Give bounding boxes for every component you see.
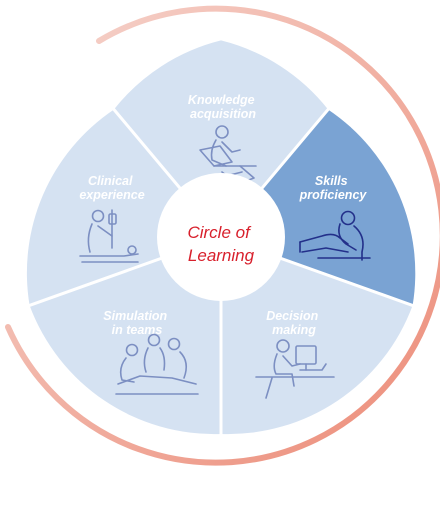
team-simulation-icon — [115, 333, 199, 395]
bedside-care-icon — [79, 209, 139, 263]
segment-skills-proficiency — [221, 109, 416, 306]
outer-progress-arc — [5, 5, 440, 466]
segment-simulation-in-teams — [29, 237, 221, 435]
segment-clinical-experience — [26, 109, 221, 306]
center-circle — [157, 173, 285, 301]
label-clinical: Clinical experience — [79, 174, 144, 202]
label-decision: Decision making — [266, 309, 322, 337]
computer-user-icon — [255, 339, 335, 399]
segment-labels: Knowledge acquisition Skills proficiency… — [79, 93, 367, 337]
label-skills: Skills proficiency — [299, 174, 368, 202]
patient-care-icon — [299, 210, 371, 261]
label-knowledge: Knowledge acquisition — [188, 93, 258, 121]
segment-decision-making — [221, 237, 413, 435]
center-title: Circle of Learning — [187, 223, 254, 265]
label-simulation: Simulation in teams — [103, 309, 170, 337]
